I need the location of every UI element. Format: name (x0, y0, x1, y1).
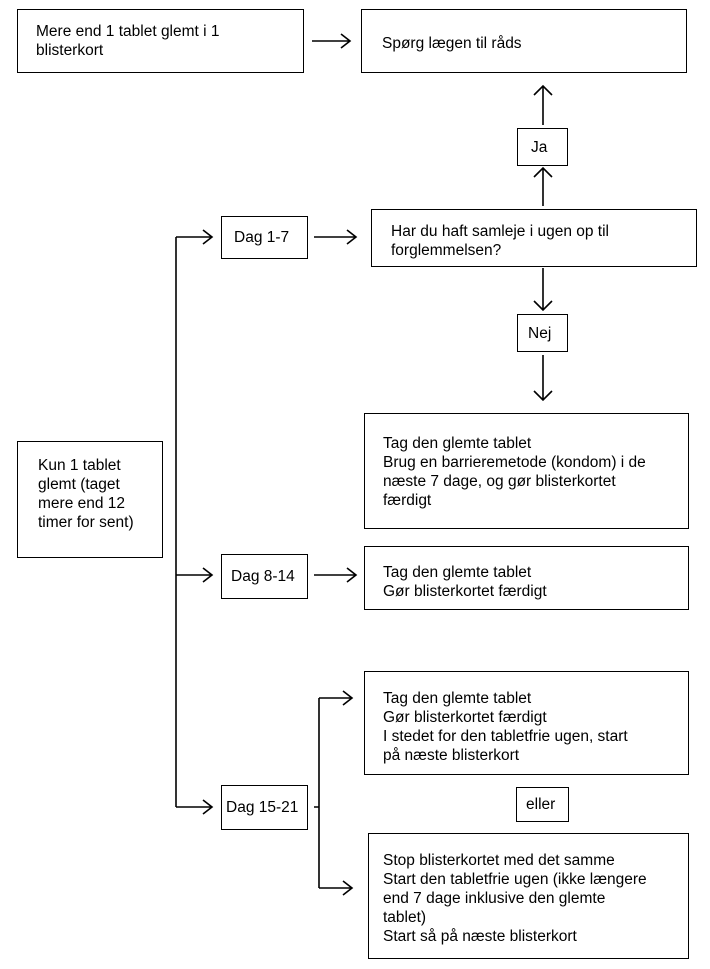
start-text-1: Kun 1 tablet (38, 457, 121, 474)
arrow-to-ask-doctor (312, 33, 352, 49)
no-box: Nej (517, 314, 568, 352)
day-1-7-label: Dag 1-7 (234, 229, 290, 246)
arrow-d8-14-to-outcome (314, 567, 358, 583)
question-text-1: Har du haft samleje i ugen op til (391, 223, 609, 240)
day-8-14-label: Dag 8-14 (231, 568, 295, 585)
outcome-day-15-21-b-text-4: tablet) (383, 909, 427, 926)
outcome-day-1-7-text-2: Brug en barrieremetode (kondom) i de (383, 454, 646, 471)
question-box: Har du haft samleje i ugen op til forgle… (371, 209, 697, 267)
day-15-21-box: Dag 15-21 (221, 785, 308, 830)
outcome-day-15-21-a-text-4: på næste blisterkort (383, 747, 520, 764)
day-1-7-box: Dag 1-7 (221, 216, 308, 259)
start-box: Kun 1 tablet glemt (taget mere end 12 ti… (17, 441, 163, 558)
outcome-day-15-21-b-text-2: Start den tabletfrie ugen (ikke længere (383, 871, 647, 888)
arrow-yes-to-ask-doctor (533, 84, 553, 125)
arrow-no-to-outcome (533, 355, 553, 402)
outcome-day-1-7-text-4: færdigt (383, 492, 432, 509)
outcome-day-15-21-b-text-5: Start så på næste blisterkort (383, 928, 577, 945)
outcome-day-15-21-a-text-1: Tag den glemte tablet (383, 690, 532, 707)
more-than-one-box: Mere end 1 tablet glemt i 1 blisterkort (17, 9, 304, 73)
outcome-day-15-21-a-text-2: Gør blisterkortet færdigt (383, 709, 547, 726)
more-than-one-text-2: blisterkort (36, 42, 104, 59)
arrow-to-d1-7 (176, 229, 214, 245)
start-text-2: glemt (taget (38, 476, 120, 493)
outcome-day-15-21-b-text-3: end 7 dage inklusive den glemte (383, 890, 606, 907)
outcome-day-8-14-box: Tag den glemte tablet Gør blisterkortet … (364, 546, 689, 610)
arrow-to-d8-14 (176, 567, 214, 583)
arrow-to-outcome-15a (319, 690, 354, 706)
day-15-21-label: Dag 15-21 (226, 799, 299, 816)
arrow-to-outcome-15b (319, 880, 354, 896)
arrow-d1-7-to-question (314, 229, 358, 245)
arrow-question-to-yes (533, 166, 553, 206)
split-line (314, 698, 320, 888)
outcome-day-8-14-text-2: Gør blisterkortet færdigt (383, 583, 547, 600)
outcome-day-1-7-box: Tag den glemte tablet Brug en barriereme… (364, 413, 689, 529)
ask-doctor-box: Spørg lægen til råds (361, 9, 687, 73)
outcome-day-15-21-b-text-1: Stop blisterkortet med det samme (383, 852, 615, 869)
day-8-14-box: Dag 8-14 (221, 554, 308, 599)
yes-label: Ja (531, 139, 548, 156)
outcome-day-8-14-text-1: Tag den glemte tablet (383, 564, 532, 581)
start-text-4: timer for sent) (38, 514, 134, 531)
outcome-day-1-7-text-1: Tag den glemte tablet (383, 435, 532, 452)
ask-doctor-text: Spørg lægen til råds (382, 35, 522, 52)
outcome-day-15-21-b-box: Stop blisterkortet med det samme Start d… (368, 833, 689, 959)
question-text-2: forglemmelsen? (391, 242, 502, 259)
outcome-day-1-7-text-3: næste 7 dage, og gør blisterkortet (383, 473, 616, 490)
arrow-question-to-no (533, 268, 553, 312)
outcome-day-15-21-a-box: Tag den glemte tablet Gør blisterkortet … (364, 671, 689, 775)
or-box: eller (516, 787, 569, 822)
no-label: Nej (528, 325, 552, 342)
or-label: eller (526, 796, 556, 813)
arrow-to-d15-21 (176, 799, 214, 815)
start-text-3: mere end 12 (38, 495, 126, 512)
yes-box: Ja (517, 128, 568, 166)
more-than-one-text-1: Mere end 1 tablet glemt i 1 (36, 23, 220, 40)
outcome-day-15-21-a-text-3: I stedet for den tabletfrie ugen, start (383, 728, 628, 745)
